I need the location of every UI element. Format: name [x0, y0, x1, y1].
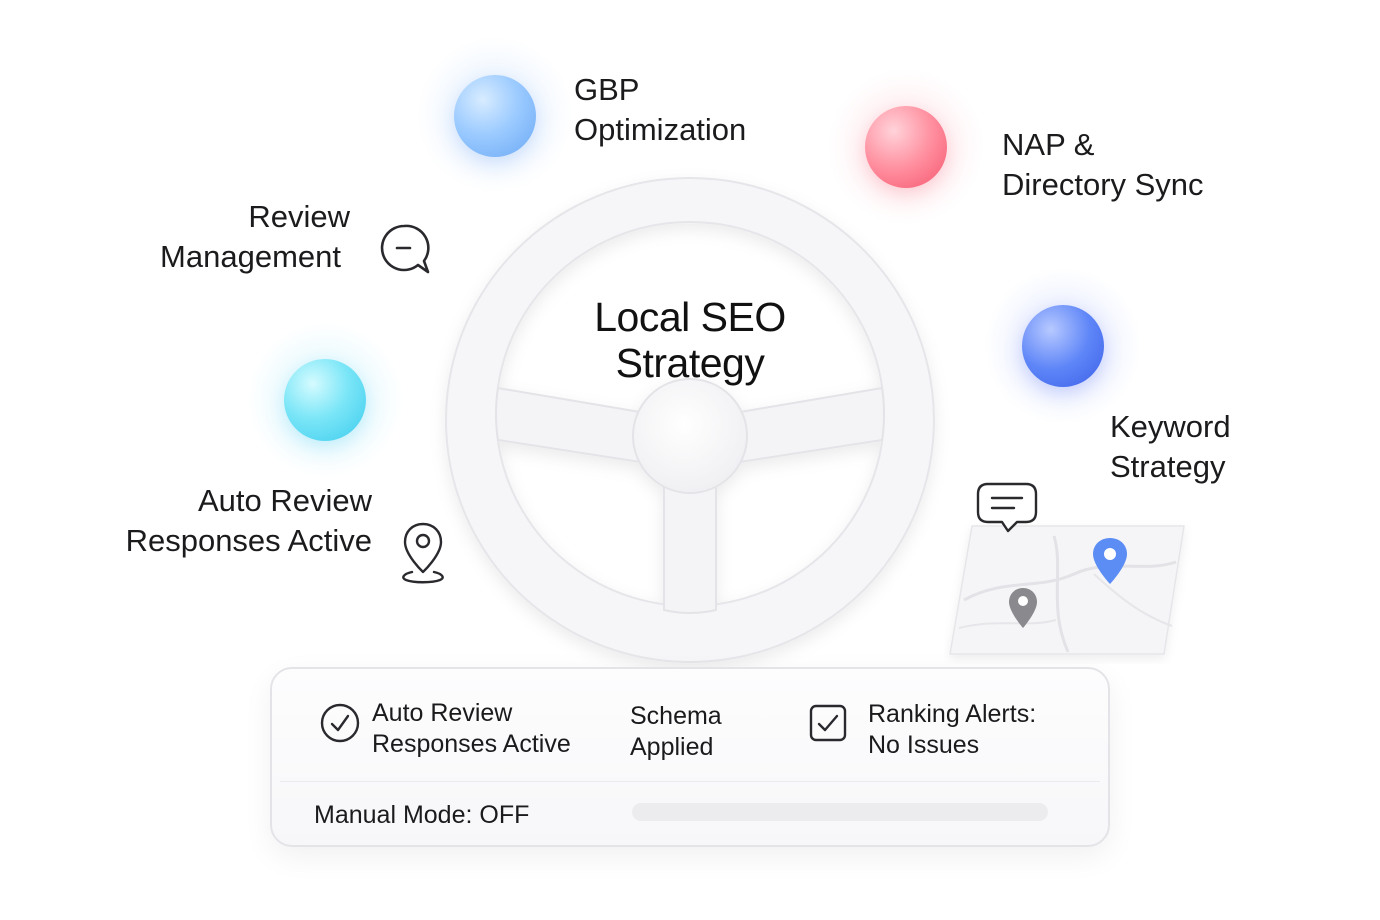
auto-review-label: Auto Review Responses Active	[60, 481, 372, 561]
gray-map-pin-icon	[1009, 588, 1037, 628]
blue-map-pin-icon	[1093, 538, 1127, 584]
ranking-alerts-line1: Ranking Alerts:	[868, 700, 1037, 728]
gbp-orb	[454, 75, 536, 157]
auto-review-label-line1: Auto Review	[197, 483, 372, 518]
ranking-alerts-status: Ranking Alerts: No Issues	[868, 699, 1036, 761]
panel-divider	[280, 781, 1100, 782]
gbp-label-line1: GBP	[574, 72, 640, 107]
auto-review-status-line2: Responses Active	[372, 730, 571, 758]
progress-track	[632, 803, 1048, 821]
message-icon	[976, 482, 1038, 533]
keyword-label-line2: Strategy	[1110, 449, 1226, 484]
gbp-label: GBP Optimization	[574, 70, 746, 150]
center-title: Local SEO Strategy	[540, 294, 840, 386]
auto-review-label-line2: Responses Active	[125, 523, 372, 558]
schema-status: Schema Applied	[630, 701, 722, 763]
center-title-line1: Local SEO	[594, 294, 786, 340]
location-pin-icon	[402, 522, 444, 584]
map-card	[949, 482, 1185, 655]
review-management-label: Review Management	[100, 197, 350, 277]
review-management-line1: Review	[248, 199, 350, 234]
nap-label: NAP & Directory Sync	[1002, 125, 1204, 205]
review-management-line2: Management	[160, 239, 341, 274]
keyword-label: Keyword Strategy	[1110, 407, 1231, 487]
auto-review-orb	[284, 359, 366, 441]
check-circle-icon	[320, 703, 360, 743]
chat-minus-icon	[380, 224, 430, 274]
nap-orb	[865, 106, 947, 188]
keyword-orb	[1022, 305, 1104, 387]
checkbox-checked-icon	[809, 704, 847, 742]
ranking-alerts-line2: No Issues	[868, 731, 980, 759]
center-title-line2: Strategy	[615, 340, 765, 386]
schema-status-line1: Schema	[630, 702, 722, 730]
manual-mode-status: Manual Mode: OFF	[314, 801, 530, 829]
auto-review-status: Auto Review Responses Active	[372, 698, 571, 760]
nap-label-line1: NAP &	[1002, 127, 1095, 162]
schema-status-line2: Applied	[630, 733, 714, 761]
status-panel: Auto Review Responses Active Schema Appl…	[270, 667, 1110, 847]
keyword-label-line1: Keyword	[1110, 409, 1231, 444]
gbp-label-line2: Optimization	[574, 112, 747, 147]
nap-label-line2: Directory Sync	[1002, 167, 1204, 202]
auto-review-status-line1: Auto Review	[372, 699, 513, 727]
